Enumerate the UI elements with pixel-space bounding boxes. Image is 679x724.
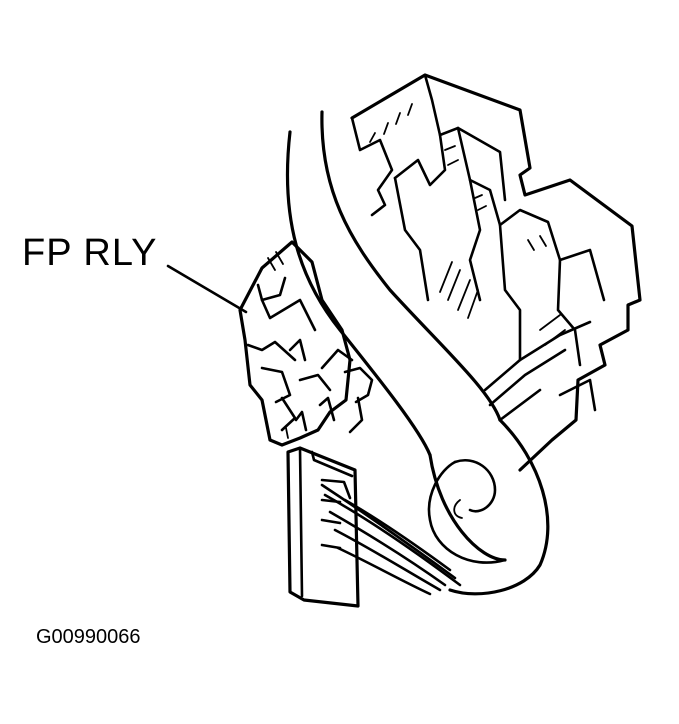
connector-wires bbox=[320, 483, 462, 596]
wiring-harness-loop bbox=[285, 110, 550, 596]
callout-leader-line bbox=[166, 264, 248, 314]
fp-relay-label: FP RLY bbox=[22, 232, 158, 274]
fp-relay-housing bbox=[238, 240, 374, 447]
figure-id: G00990066 bbox=[36, 626, 141, 648]
harness-connector bbox=[286, 446, 360, 608]
rear-relay-block bbox=[350, 73, 642, 472]
